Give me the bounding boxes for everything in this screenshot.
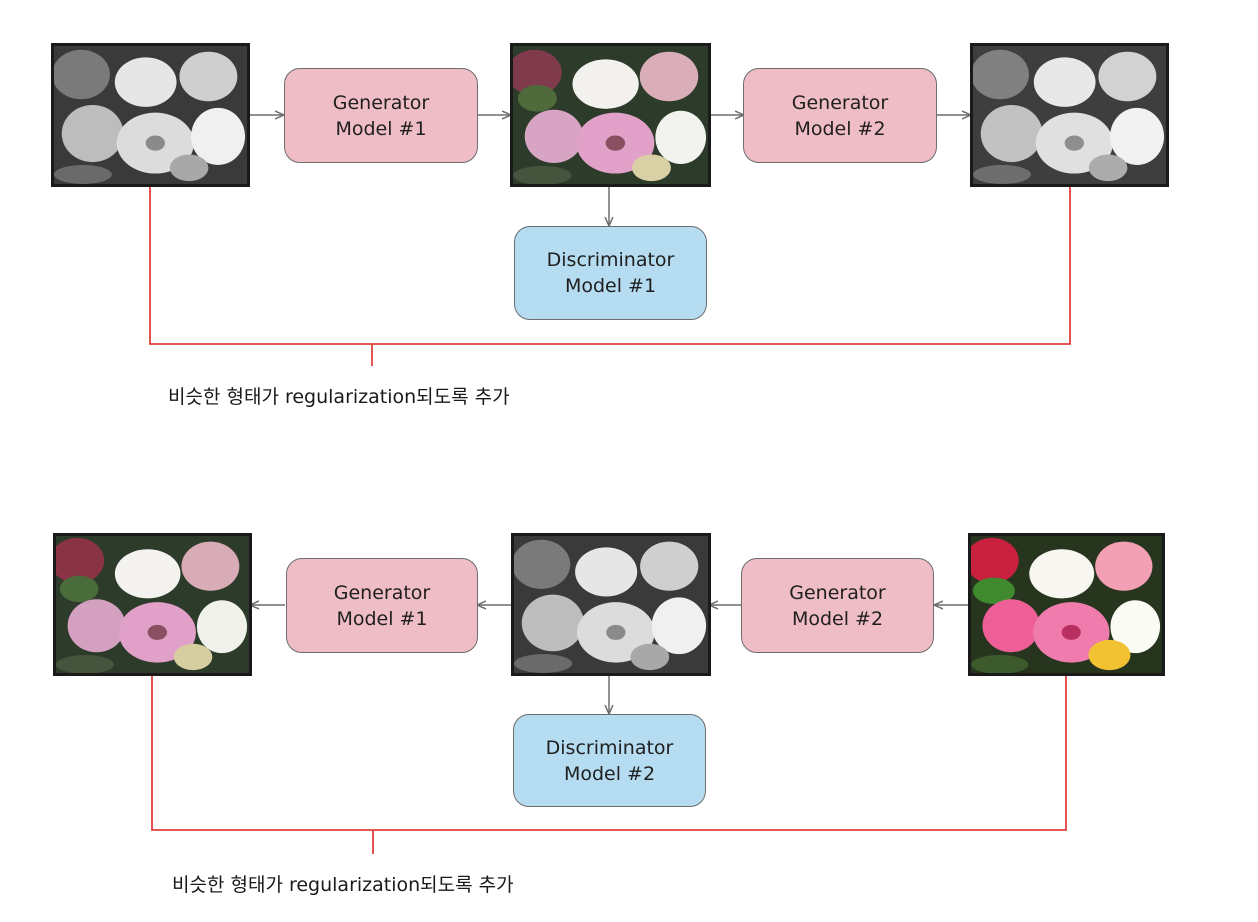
bottom-generator-2-line2: Model #2 — [791, 607, 884, 630]
regularization-bracket-top — [149, 186, 1071, 345]
top-generator-1-line1: Generator — [332, 91, 430, 114]
top-generator-model-2: Generator Model #2 — [743, 68, 937, 163]
flower-bouquet-grayscale-icon — [973, 46, 1166, 184]
bottom-generator-1-line1: Generator — [333, 581, 431, 604]
flower-bouquet-color-icon — [513, 46, 708, 184]
bottom-generator-2-line1: Generator — [789, 581, 886, 604]
top-discriminator-line1: Discriminator — [546, 249, 675, 271]
flower-bouquet-grayscale-icon — [54, 46, 247, 184]
bottom-reconstructed-color-image — [53, 533, 252, 676]
top-generated-color-image — [510, 43, 711, 187]
top-discriminator-model: Discriminator Model #1 — [514, 226, 707, 320]
top-discriminator-line2: Model #1 — [564, 275, 657, 297]
bottom-generator-model-1: Generator Model #1 — [286, 558, 478, 653]
regularization-bracket-bottom — [151, 676, 1067, 831]
flower-bouquet-vivid-color-icon — [971, 536, 1162, 673]
top-generator-model-1: Generator Model #1 — [284, 68, 478, 163]
flower-bouquet-grayscale-icon — [514, 536, 708, 673]
bottom-discriminator-line2: Model #2 — [563, 762, 656, 785]
top-regularization-caption: 비슷한 형태가 regularization되도록 추가 — [168, 386, 510, 408]
bottom-generated-grayscale-image — [511, 533, 711, 676]
top-generator-1-line2: Model #1 — [335, 117, 427, 140]
top-input-grayscale-image — [51, 43, 250, 187]
top-generator-2-line2: Model #2 — [794, 117, 886, 140]
bottom-input-color-image — [968, 533, 1165, 676]
bottom-generator-1-line2: Model #1 — [336, 607, 428, 630]
top-generator-2-line1: Generator — [791, 91, 889, 114]
flower-bouquet-color-icon — [56, 536, 249, 673]
bottom-discriminator-line1: Discriminator — [545, 736, 674, 759]
bottom-regularization-caption: 비슷한 형태가 regularization되도록 추가 — [172, 874, 514, 896]
bottom-discriminator-model: Discriminator Model #2 — [513, 714, 706, 807]
bottom-generator-model-2: Generator Model #2 — [741, 558, 934, 653]
top-reconstructed-grayscale-image — [970, 43, 1169, 187]
